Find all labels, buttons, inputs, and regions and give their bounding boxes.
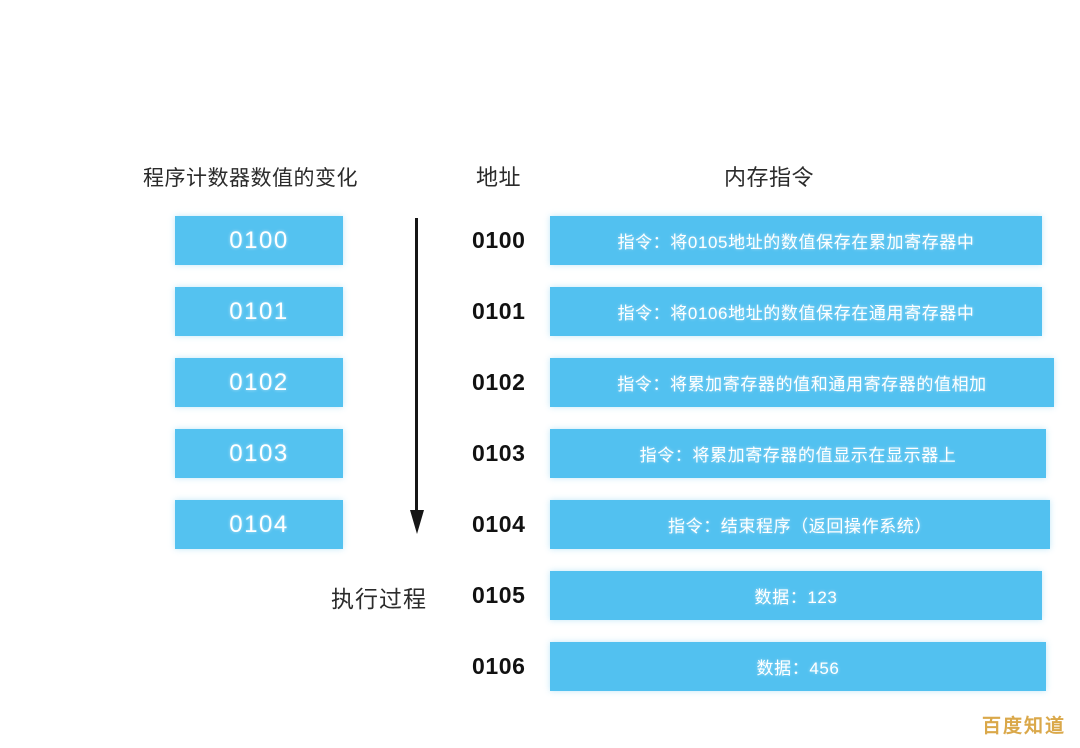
memory-cell: 数据：123	[550, 571, 1042, 620]
memory-cell: 指令：将累加寄存器的值和通用寄存器的值相加	[550, 358, 1054, 407]
program-counter-box: 0102	[175, 358, 343, 407]
memory-cell: 数据：456	[550, 642, 1046, 691]
memory-address: 0100	[472, 227, 526, 253]
memory-address: 0106	[472, 653, 526, 679]
memory-cell: 指令：将0106地址的数值保存在通用寄存器中	[550, 287, 1042, 336]
memory-cell-text: 数据：456	[756, 659, 840, 678]
memory-row: 0106 数据：456	[472, 642, 1054, 691]
memory-instruction-column-header: 内存指令	[724, 165, 815, 190]
program-counter-value: 0101	[229, 297, 289, 325]
execution-flow-arrow-icon	[410, 218, 424, 543]
diagram-card: 程序计数器数值的变化 地址 内存指令 0100 0101 0102 0103 0…	[48, 34, 1054, 713]
memory-cell-text: 指令：结束程序（返回操作系统）	[668, 517, 932, 536]
memory-cell-text: 指令：将累加寄存器的值和通用寄存器的值相加	[617, 375, 987, 394]
execution-flow-caption: 执行过程	[331, 586, 427, 612]
memory-row: 0102 指令：将累加寄存器的值和通用寄存器的值相加	[472, 358, 1054, 407]
program-counter-box: 0103	[175, 429, 343, 478]
program-counter-value: 0104	[229, 510, 289, 538]
memory-cell: 指令：将累加寄存器的值显示在显示器上	[550, 429, 1046, 478]
arrow-head	[410, 510, 424, 534]
memory-cell-text: 数据：123	[754, 588, 838, 607]
program-counter-column: 0100 0101 0102 0103 0104	[175, 216, 343, 571]
memory-row: 0105 数据：123	[472, 571, 1054, 620]
memory-address: 0104	[472, 511, 526, 537]
memory-cell-text: 指令：将0106地址的数值保存在通用寄存器中	[617, 304, 975, 323]
memory-row: 0101 指令：将0106地址的数值保存在通用寄存器中	[472, 287, 1054, 336]
arrow-shaft	[415, 218, 418, 514]
memory-cell: 指令：将0105地址的数值保存在累加寄存器中	[550, 216, 1042, 265]
memory-cell-text: 指令：将累加寄存器的值显示在显示器上	[639, 446, 957, 465]
memory-row: 0100 指令：将0105地址的数值保存在累加寄存器中	[472, 216, 1054, 265]
memory-cell-text: 指令：将0105地址的数值保存在累加寄存器中	[617, 233, 975, 252]
memory-cell: 指令：结束程序（返回操作系统）	[550, 500, 1050, 549]
memory-row: 0104 指令：结束程序（返回操作系统）	[472, 500, 1054, 549]
program-counter-value: 0100	[229, 226, 289, 254]
memory-table: 0100 指令：将0105地址的数值保存在累加寄存器中 0101 指令：将010…	[472, 216, 1054, 713]
program-counter-box: 0101	[175, 287, 343, 336]
memory-address: 0103	[472, 440, 526, 466]
program-counter-column-header: 程序计数器数值的变化	[143, 167, 358, 190]
memory-address: 0105	[472, 582, 526, 608]
program-counter-box: 0100	[175, 216, 343, 265]
address-column-header: 地址	[476, 165, 522, 190]
watermark: 百度知道	[981, 716, 1066, 737]
memory-address: 0102	[472, 369, 526, 395]
memory-row: 0103 指令：将累加寄存器的值显示在显示器上	[472, 429, 1054, 478]
program-counter-value: 0102	[229, 368, 289, 396]
program-counter-box: 0104	[175, 500, 343, 549]
memory-address: 0101	[472, 298, 526, 324]
program-counter-value: 0103	[229, 439, 289, 467]
